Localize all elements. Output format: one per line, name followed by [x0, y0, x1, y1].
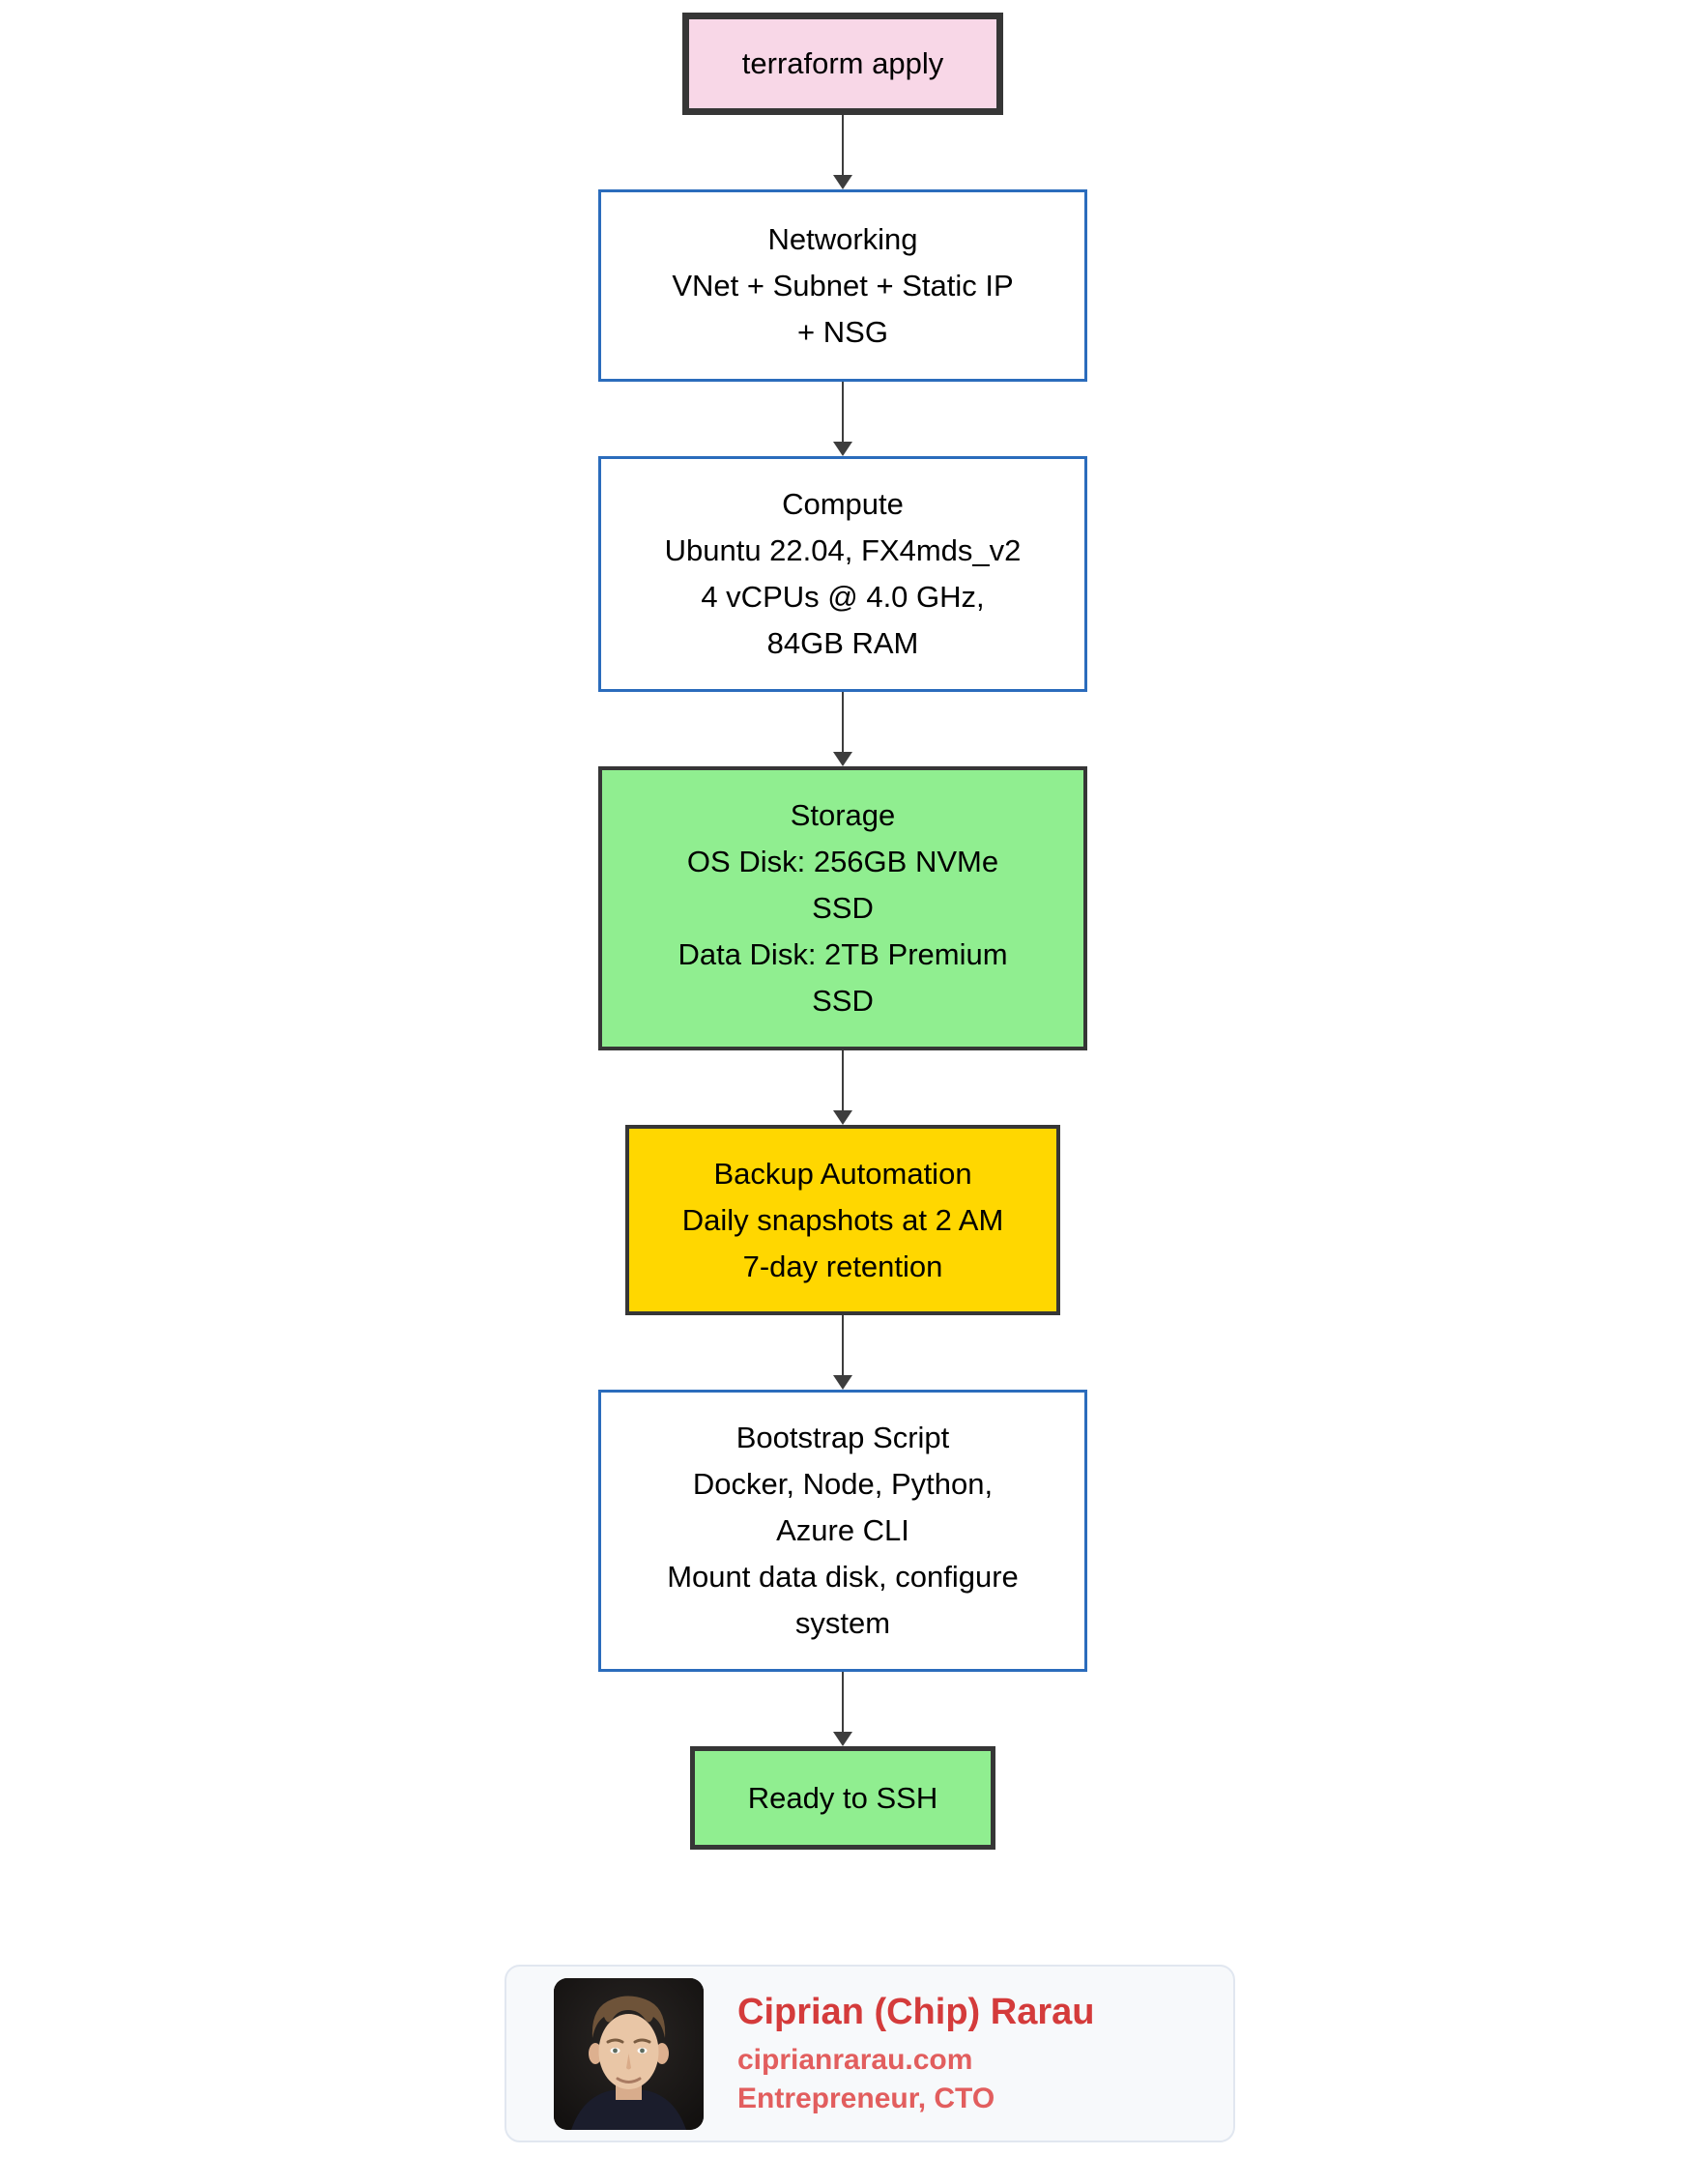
- down-arrow: [833, 1315, 852, 1390]
- node-compute: Compute Ubuntu 22.04, FX4mds_v2 4 vCPUs …: [598, 456, 1087, 692]
- node-line: Docker, Node, Python,: [692, 1467, 994, 1501]
- node-line: Compute: [782, 487, 904, 521]
- arrow-shaft: [842, 1672, 844, 1733]
- down-arrow: [833, 1050, 852, 1125]
- node-line: Daily snapshots at 2 AM: [681, 1202, 1004, 1237]
- arrow-shaft: [842, 692, 844, 753]
- avatar: [554, 1977, 704, 2130]
- node-line: Bootstrap Script: [735, 1421, 950, 1454]
- author-name: Ciprian (Chip) Rarau: [737, 1992, 1095, 2033]
- flowchart: terraform apply Networking VNet + Subnet…: [598, 13, 1087, 1850]
- node-line: Data Disk: 2TB Premium: [678, 937, 1008, 971]
- author-title: Entrepreneur, CTO: [737, 2083, 995, 2115]
- node-line: terraform apply: [741, 46, 944, 80]
- arrow-head-icon: [833, 175, 852, 189]
- node-line: Ready to SSH: [747, 1780, 938, 1815]
- node-line: + NSG: [797, 314, 888, 349]
- node-line: Ubuntu 22.04, FX4mds_v2: [664, 533, 1022, 567]
- node-line: Azure CLI: [776, 1513, 909, 1547]
- node-line: Networking: [767, 221, 918, 256]
- arrow-shaft: [842, 1050, 844, 1111]
- author-card: Ciprian (Chip) Rarau ciprianrarau.com En…: [505, 1965, 1235, 2142]
- node-line: 84GB RAM: [766, 626, 919, 660]
- arrow-head-icon: [833, 442, 852, 456]
- node-line: Mount data disk, configure: [667, 1560, 1019, 1594]
- node-line: 4 vCPUs @ 4.0 GHz,: [701, 580, 985, 614]
- node-line: Storage: [790, 798, 896, 832]
- arrow-head-icon: [833, 752, 852, 766]
- node-line: VNet + Subnet + Static IP: [672, 268, 1014, 302]
- node-networking: Networking VNet + Subnet + Static IP + N…: [598, 189, 1087, 382]
- node-line: SSD: [812, 984, 874, 1018]
- down-arrow: [833, 382, 852, 456]
- node-backup-automation: Backup Automation Daily snapshots at 2 A…: [625, 1125, 1060, 1315]
- down-arrow: [833, 692, 852, 766]
- arrow-shaft: [842, 115, 844, 176]
- arrow-head-icon: [833, 1732, 852, 1746]
- arrow-shaft: [842, 382, 844, 443]
- node-ready-to-ssh: Ready to SSH: [690, 1746, 995, 1850]
- node-terraform-apply: terraform apply: [682, 13, 1003, 115]
- author-text-block: Ciprian (Chip) Rarau ciprianrarau.com En…: [737, 1990, 1094, 2116]
- down-arrow: [833, 1672, 852, 1746]
- arrow-head-icon: [833, 1110, 852, 1125]
- node-line: Backup Automation: [713, 1156, 972, 1191]
- arrow-head-icon: [833, 1375, 852, 1390]
- arrow-shaft: [842, 1315, 844, 1376]
- node-storage: Storage OS Disk: 256GB NVMe SSD Data Dis…: [598, 766, 1087, 1050]
- node-line: 7-day retention: [742, 1249, 943, 1283]
- node-bootstrap-script: Bootstrap Script Docker, Node, Python, A…: [598, 1390, 1087, 1672]
- node-line: system: [794, 1606, 891, 1640]
- down-arrow: [833, 115, 852, 189]
- author-website-link[interactable]: ciprianrarau.com: [737, 2043, 973, 2076]
- portrait-photo-icon: [554, 1977, 704, 2130]
- node-line: SSD: [812, 891, 874, 925]
- node-line: OS Disk: 256GB NVMe: [686, 845, 999, 878]
